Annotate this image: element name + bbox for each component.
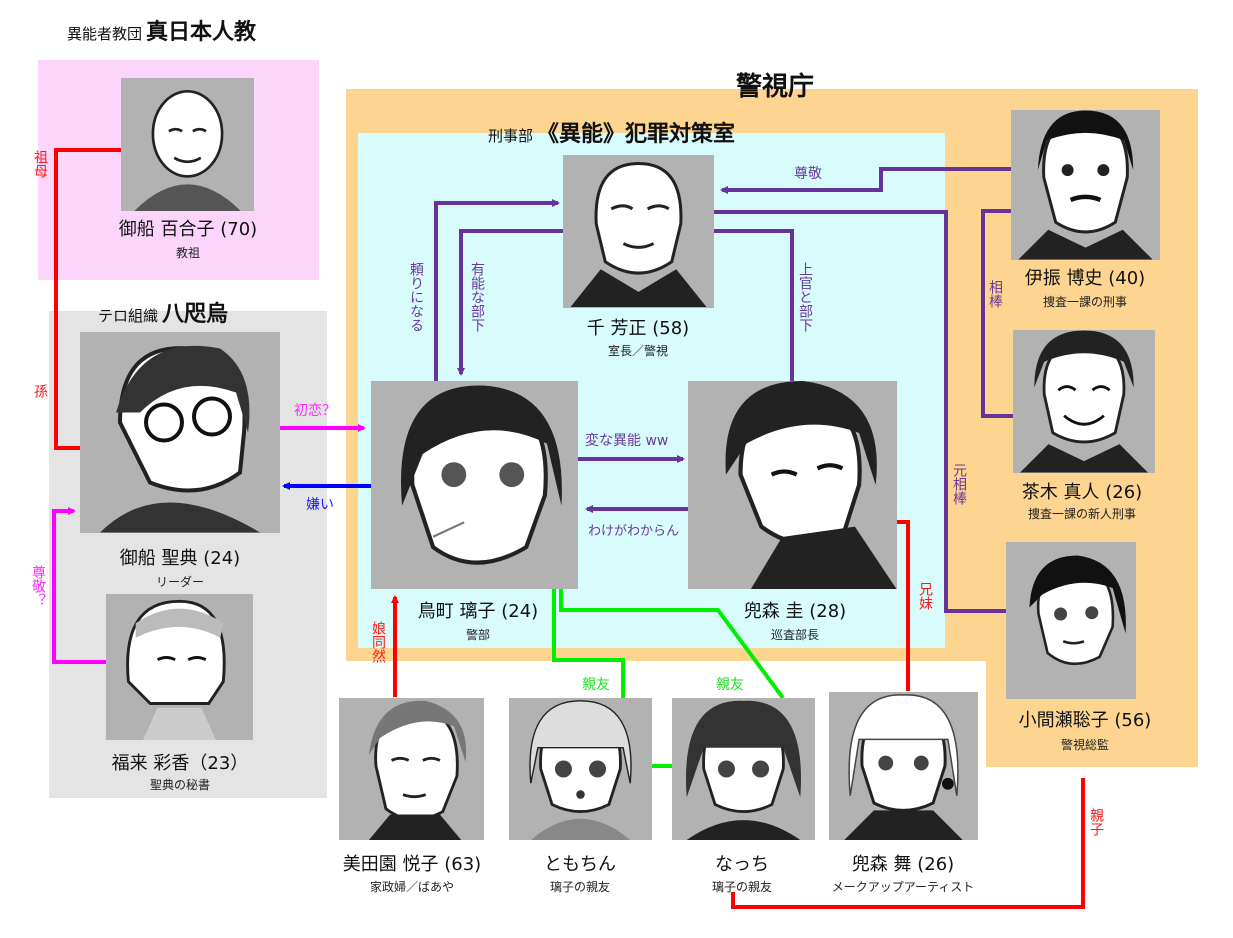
portrait-mustache-man-icon <box>1018 110 1153 260</box>
role-ruriko: 警部 <box>465 628 491 642</box>
name-kei: 兜森 圭 (28) <box>743 601 847 622</box>
label-weird-ability: 変な異能 ww <box>585 433 669 449</box>
name-yuriko: 御船 百合子 (70) <box>118 219 258 240</box>
portrait-ruriko <box>371 381 578 589</box>
name-ayaka: 福来 彩香（23） <box>111 753 249 774</box>
portrait-yuriko <box>121 78 254 211</box>
terror-group-name: 八咫烏 <box>162 302 229 327</box>
portrait-kiyonori <box>80 332 280 533</box>
name-tomochin: ともちん <box>544 854 616 875</box>
name-sen: 千 芳正 (58) <box>586 318 690 339</box>
portrait-ayaka <box>106 594 253 740</box>
portrait-woman-cigarette-icon <box>401 385 562 565</box>
label-reliable: 頼りになる <box>408 262 424 332</box>
name-mai: 兜森 舞 (26) <box>851 854 955 875</box>
terror-group-title: テロ組織八咫烏 <box>98 296 228 328</box>
label-siblings: 兄妹 <box>917 582 933 610</box>
portrait-woman-turtleneck-icon <box>126 599 226 740</box>
name-nacchi: なっち <box>715 854 769 875</box>
role-kei: 巡査部長 <box>770 628 820 642</box>
label-grandchild: 孫 <box>32 384 48 398</box>
role-chaki: 捜査一課の新人刑事 <box>1027 507 1137 521</box>
label-dislike: 嫌い <box>306 497 334 513</box>
role-ayaka: 聖典の秘書 <box>149 778 211 792</box>
name-mitazono: 美田園 悦子 (63) <box>342 854 482 875</box>
name-ruriko: 鳥町 璃子 (24) <box>417 601 539 622</box>
portrait-mitazono <box>339 698 484 840</box>
portrait-ifuri <box>1011 110 1160 260</box>
label-respect: 尊敬 <box>794 166 822 182</box>
label-capable-sub: 有能な部下 <box>469 262 485 332</box>
portrait-elderly-woman-icon <box>134 89 241 211</box>
portrait-girl-bob-icon <box>685 700 802 840</box>
portrait-nacchi <box>672 698 815 840</box>
label-respect-q: 尊敬？ <box>30 565 46 607</box>
cult-group-prefix: 異能者教団 <box>67 25 143 43</box>
role-mitazono: 家政婦／ばあや <box>369 880 455 894</box>
unit-group-title: 刑事部《異能》犯罪対策室 <box>488 116 735 148</box>
role-sen: 室長／警視 <box>607 344 669 358</box>
name-chaki: 茶木 真人 (26) <box>1021 482 1143 503</box>
terror-group-prefix: テロ組織 <box>98 307 159 325</box>
portrait-woman-earring-icon <box>844 694 963 840</box>
portrait-tomochin <box>509 698 652 840</box>
name-kiyonori: 御船 聖典 (24) <box>119 548 241 569</box>
label-boss-sub: 上官と部下 <box>797 262 813 332</box>
role-omase: 警視総監 <box>1060 738 1110 752</box>
portrait-mai <box>829 692 978 840</box>
role-yuriko: 教祖 <box>175 246 201 260</box>
label-partner: 相棒 <box>987 280 1003 308</box>
unit-group-prefix: 刑事部 <box>488 127 534 145</box>
portrait-chaki <box>1013 330 1155 473</box>
label-first-love: 初恋？ <box>294 403 336 419</box>
portrait-man-suit-icon <box>725 381 897 589</box>
cult-group-title: 異能者教団真日本人教 <box>67 14 256 46</box>
label-former-partner: 元相棒 <box>951 463 967 505</box>
label-grandmother: 祖母 <box>32 150 48 178</box>
portrait-omase <box>1006 542 1136 699</box>
role-mai: メークアップアーティスト <box>831 880 975 894</box>
label-best-friend-1: 親友 <box>582 677 610 693</box>
name-ifuri: 伊振 博史 (40) <box>1024 268 1146 289</box>
label-best-friend-2: 親友 <box>716 677 744 693</box>
portrait-housekeeper-icon <box>368 700 467 840</box>
portrait-glasses-man-icon <box>100 345 260 533</box>
name-omase: 小間瀬聡子 (56) <box>1018 710 1152 731</box>
portrait-older-man-suit-icon <box>570 162 707 307</box>
label-confused: わけがわからん <box>588 524 680 539</box>
portrait-sen <box>563 155 714 308</box>
police-group-title: 警視庁 <box>736 72 815 102</box>
role-nacchi: 璃子の親友 <box>711 880 773 894</box>
label-like-daughter: 娘同然 <box>370 621 386 663</box>
role-ifuri: 捜査一課の刑事 <box>1042 295 1128 309</box>
portrait-kei <box>688 381 897 589</box>
label-parent-child: 親子 <box>1088 808 1104 836</box>
role-kiyonori: リーダー <box>155 575 205 589</box>
portrait-smiling-man-icon <box>1020 330 1148 473</box>
cult-group-name: 真日本人教 <box>146 20 257 45</box>
unit-group-name: 《異能》犯罪対策室 <box>537 122 736 147</box>
portrait-girl-bangs-icon <box>529 700 632 840</box>
role-tomochin: 璃子の親友 <box>549 880 611 894</box>
portrait-older-woman-icon <box>1029 555 1126 666</box>
